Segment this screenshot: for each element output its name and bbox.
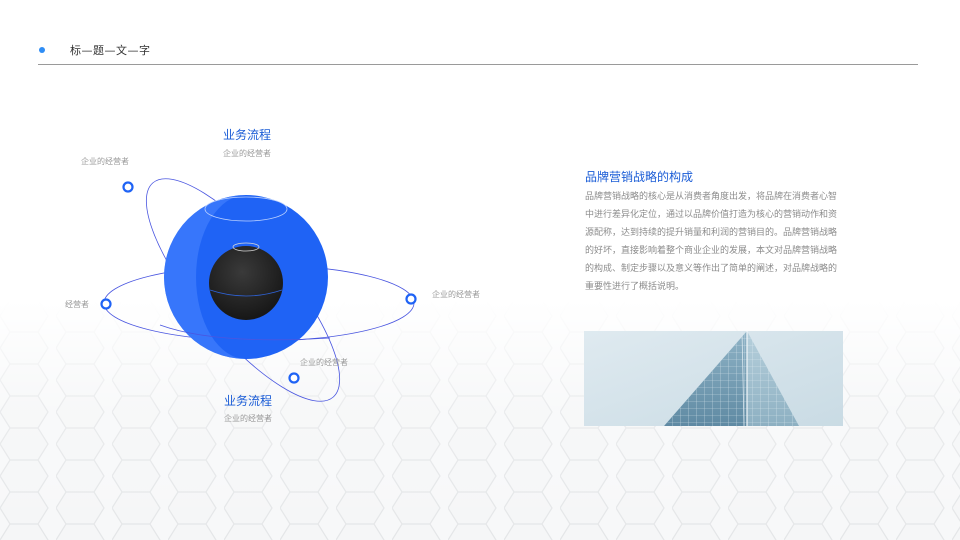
- orbit-label-upper-left: 企业的经营者: [81, 157, 129, 166]
- orbit-label-right: 企业的经营者: [432, 290, 480, 299]
- diagram-top-title: 业务流程: [223, 128, 272, 142]
- header-bullet-icon: [39, 47, 45, 53]
- header-divider: [38, 64, 918, 65]
- orbit-diagram: [100, 178, 417, 402]
- article-title: 品牌营销战略的构成: [585, 170, 694, 184]
- article-body: 品牌营销战略的核心是从消费者角度出发，将品牌在消费者心智中进行差异化定位，通过以…: [585, 192, 838, 292]
- diagram-bottom-subtitle: 企业的经营者: [224, 414, 272, 423]
- building-photo: [584, 331, 843, 426]
- orbit-label-lower-right: 企业的经营者: [300, 358, 348, 367]
- core-ring: [232, 242, 260, 252]
- orbit-node-lower-right: [288, 372, 300, 384]
- dark-core: [209, 246, 283, 320]
- orbit-node-upper-left: [122, 181, 134, 193]
- orbit-node-left: [100, 298, 112, 310]
- sphere-highlight: [164, 195, 246, 359]
- orbit-label-left: 经营者: [65, 300, 89, 309]
- page-title: 标—题—文—字: [70, 44, 151, 57]
- diagram-top-subtitle: 企业的经营者: [223, 149, 271, 158]
- diagram-bottom-title: 业务流程: [224, 394, 273, 408]
- sphere-top-ring: [204, 196, 288, 222]
- core-equator: [209, 289, 283, 297]
- orbit-node-right: [405, 293, 417, 305]
- orbit-front-segment: [159, 324, 331, 341]
